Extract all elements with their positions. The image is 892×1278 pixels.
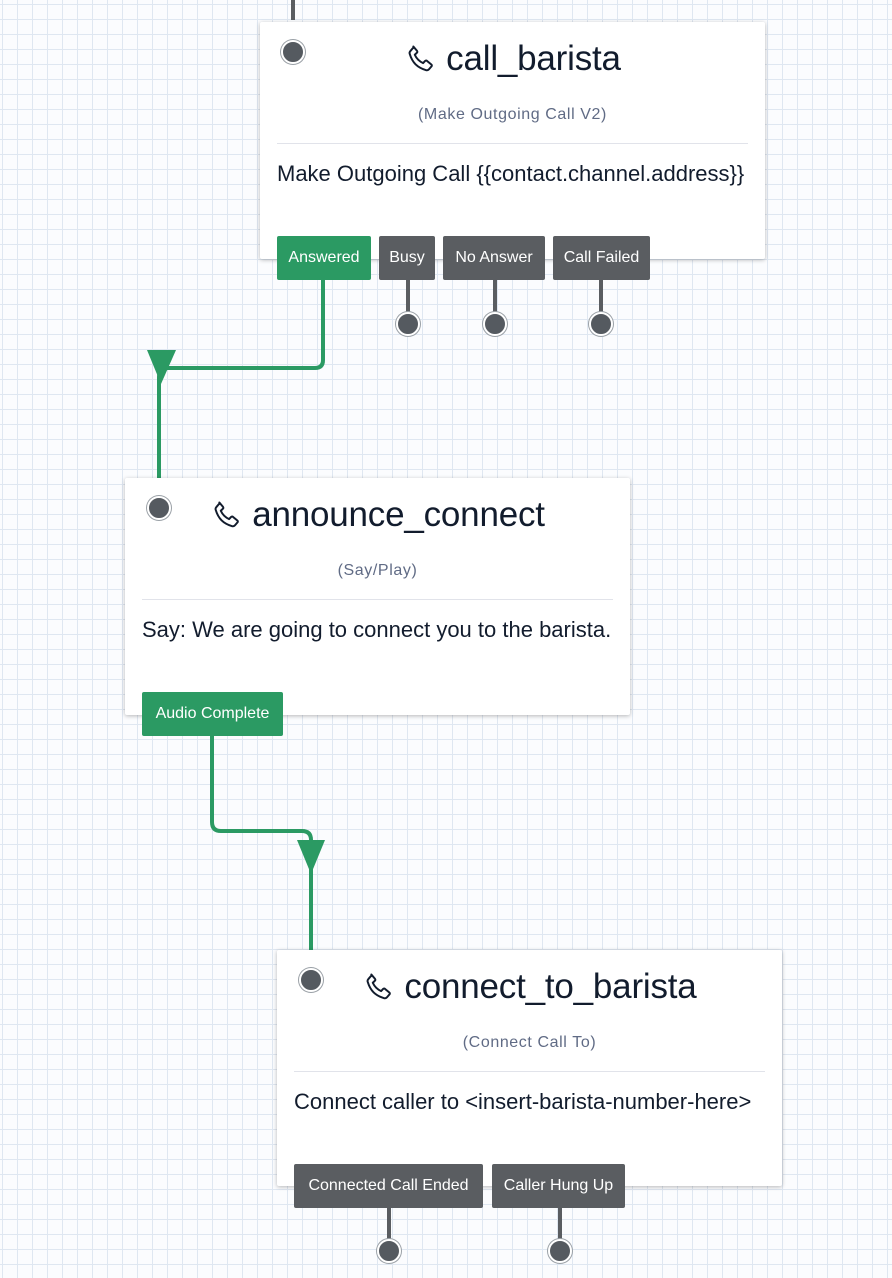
output-port-call-failed[interactable] <box>589 312 613 336</box>
transition-answered[interactable]: Answered <box>277 236 371 280</box>
output-port-no-answer[interactable] <box>483 312 507 336</box>
transition-connected-call-ended[interactable]: Connected Call Ended <box>294 1164 483 1208</box>
wire-answered[interactable] <box>157 280 325 480</box>
output-port-busy[interactable] <box>396 312 420 336</box>
widget-header: announce_connect <box>125 492 630 538</box>
widget-title: call_barista <box>446 39 621 78</box>
transition-busy[interactable]: Busy <box>379 236 435 280</box>
widget-description: Connect caller to <insert-barista-number… <box>294 1089 752 1114</box>
input-port[interactable] <box>299 968 323 992</box>
widget-title: announce_connect <box>252 495 545 534</box>
output-port-caller-hung-up[interactable] <box>548 1239 572 1263</box>
divider <box>277 143 748 144</box>
widget-header: call_barista <box>260 36 765 82</box>
widget-header: connect_to_barista <box>277 964 782 1010</box>
input-port[interactable] <box>281 40 305 64</box>
wire-audio-complete[interactable] <box>210 735 313 950</box>
transition-call-failed[interactable]: Call Failed <box>553 236 650 280</box>
phone-icon <box>408 45 434 72</box>
output-port-connected-call-ended[interactable] <box>377 1239 401 1263</box>
phone-icon <box>366 973 392 1000</box>
arrow-answered <box>147 350 176 384</box>
phone-icon <box>214 501 240 528</box>
arrow-audio-complete <box>297 840 325 874</box>
widget-announce-connect[interactable]: announce_connect (Say/Play) Say: We are … <box>125 478 630 715</box>
widget-description: Say: We are going to connect you to the … <box>142 617 612 642</box>
transition-no-answer[interactable]: No Answer <box>443 236 545 280</box>
widget-type-label: (Connect Call To) <box>462 1034 597 1051</box>
widget-call-barista[interactable]: call_barista (Make Outgoing Call V2) Mak… <box>260 22 765 259</box>
widget-connect-to-barista[interactable]: connect_to_barista (Connect Call To) Con… <box>277 950 782 1186</box>
widget-type-label: (Make Outgoing Call V2) <box>418 106 607 123</box>
transition-caller-hung-up[interactable]: Caller Hung Up <box>492 1164 625 1208</box>
widget-title: connect_to_barista <box>404 967 697 1006</box>
widget-description: Make Outgoing Call {{contact.channel.add… <box>277 161 745 186</box>
divider <box>142 599 613 600</box>
divider <box>294 1071 765 1072</box>
transition-audio-complete[interactable]: Audio Complete <box>142 692 283 736</box>
widget-type-label: (Say/Play) <box>337 562 418 579</box>
input-port[interactable] <box>147 496 171 520</box>
